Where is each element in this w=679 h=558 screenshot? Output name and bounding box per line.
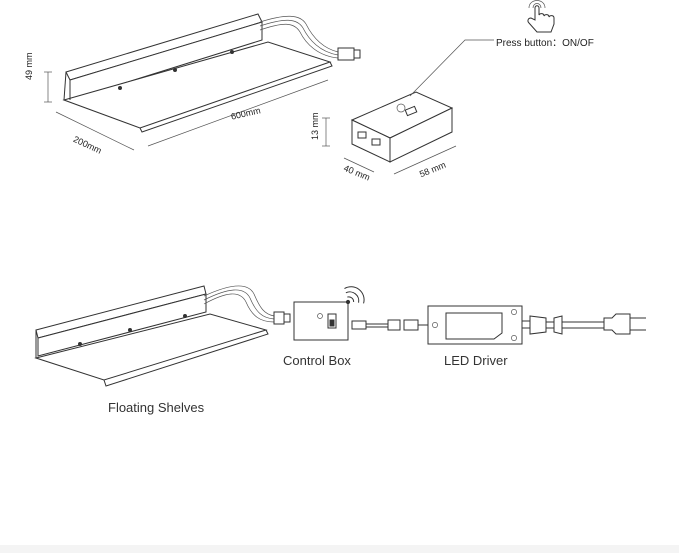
box-height-label: 13 mm [310,112,320,140]
control-box-3d [350,39,494,163]
press-button-label: Press button：ON/OF [496,38,594,49]
wireless-signal-icon [344,286,365,305]
top-shelf [62,13,361,133]
control-box-dimensions [322,117,457,175]
floating-shelves-caption: Floating Shelves [108,400,205,415]
top-shelf-dimensions [44,71,329,151]
control-box-caption: Control Box [283,353,351,368]
led-driver [427,305,523,345]
led-driver-caption: LED Driver [444,353,508,368]
power-plug-icon [522,313,646,335]
hand-press-icon [527,0,555,33]
cable-control-to-driver [351,319,428,331]
shelf-height-label: 49 mm [24,52,34,80]
bottom-divider [0,545,679,553]
bottom-shelf [34,285,291,387]
control-box-front [293,301,349,341]
